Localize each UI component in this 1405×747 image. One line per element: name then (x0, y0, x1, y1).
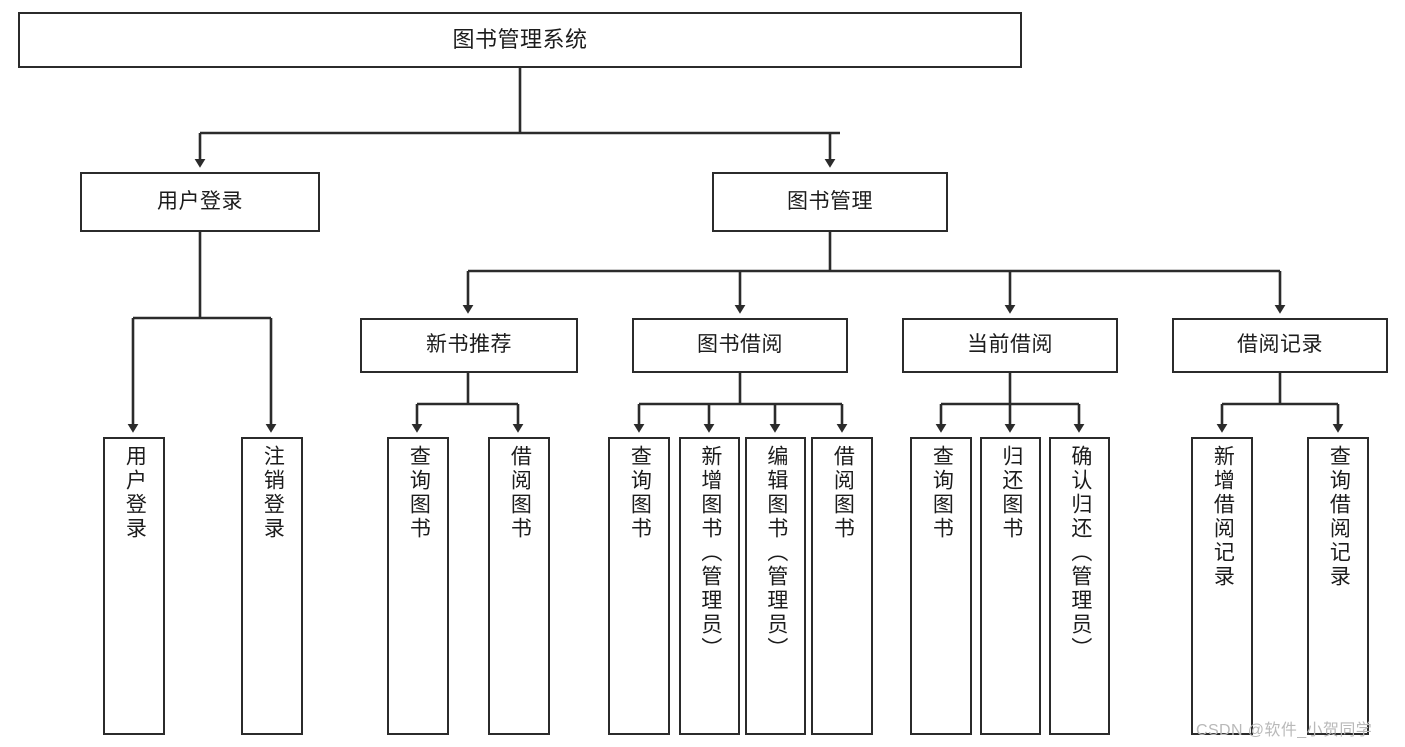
node-leaf-edit-book[interactable]: 编辑图书（管理员） (745, 437, 806, 735)
node-leaf-query-book-1[interactable]: 查询图书 (387, 437, 449, 735)
node-book-manage[interactable]: 图书管理 (712, 172, 948, 232)
node-borrow-record-label: 借阅记录 (1237, 333, 1323, 357)
node-leaf-add-record-label: 新增借阅记录 (1211, 445, 1235, 589)
node-leaf-query-record[interactable]: 查询借阅记录 (1307, 437, 1369, 735)
node-leaf-return-book[interactable]: 归还图书 (980, 437, 1041, 735)
node-leaf-edit-book-label: 编辑图书（管理员） (764, 445, 788, 661)
node-leaf-add-book-label: 新增图书（管理员） (698, 445, 722, 661)
node-leaf-borrow-book-1[interactable]: 借阅图书 (488, 437, 550, 735)
node-leaf-query-book-3-label: 查询图书 (930, 445, 954, 541)
node-user-login-label: 用户登录 (157, 189, 243, 213)
node-current-borrow-label: 当前借阅 (967, 333, 1053, 357)
node-leaf-query-record-label: 查询借阅记录 (1327, 445, 1351, 589)
node-leaf-borrow-book-2[interactable]: 借阅图书 (811, 437, 873, 735)
node-book-borrow-label: 图书借阅 (697, 333, 783, 357)
node-borrow-record[interactable]: 借阅记录 (1172, 318, 1388, 373)
node-leaf-query-book-3[interactable]: 查询图书 (910, 437, 972, 735)
node-leaf-add-book[interactable]: 新增图书（管理员） (679, 437, 740, 735)
node-book-borrow[interactable]: 图书借阅 (632, 318, 848, 373)
csdn-watermark: CSDN @软件_小贺同学 (1196, 722, 1373, 739)
node-book-manage-label: 图书管理 (787, 189, 873, 213)
node-leaf-borrow-book-2-label: 借阅图书 (831, 445, 855, 541)
node-leaf-user-login[interactable]: 用户登录 (103, 437, 165, 735)
node-user-login[interactable]: 用户登录 (80, 172, 320, 232)
node-leaf-query-book-2[interactable]: 查询图书 (608, 437, 670, 735)
node-root-label: 图书管理系统 (452, 27, 588, 53)
node-leaf-confirm-return-label: 确认归还（管理员） (1068, 445, 1092, 661)
node-leaf-confirm-return[interactable]: 确认归还（管理员） (1049, 437, 1110, 735)
node-leaf-return-book-label: 归还图书 (999, 445, 1023, 541)
node-leaf-user-logout[interactable]: 注销登录 (241, 437, 303, 735)
node-new-book-rec-label: 新书推荐 (426, 333, 512, 357)
node-leaf-borrow-book-1-label: 借阅图书 (508, 445, 532, 541)
node-current-borrow[interactable]: 当前借阅 (902, 318, 1118, 373)
node-leaf-query-book-2-label: 查询图书 (628, 445, 652, 541)
node-leaf-user-logout-label: 注销登录 (261, 445, 285, 541)
node-leaf-add-record[interactable]: 新增借阅记录 (1191, 437, 1253, 735)
node-root[interactable]: 图书管理系统 (18, 12, 1022, 68)
node-leaf-user-login-label: 用户登录 (123, 445, 147, 541)
node-new-book-rec[interactable]: 新书推荐 (360, 318, 578, 373)
node-leaf-query-book-1-label: 查询图书 (407, 445, 431, 541)
